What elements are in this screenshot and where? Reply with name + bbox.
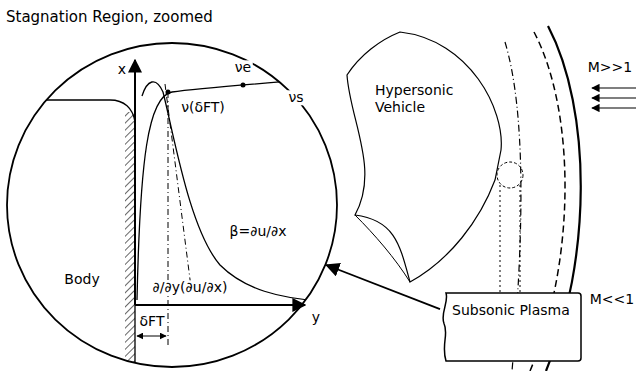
dimension-arrow [137,336,166,337]
vehicle-fin [355,215,410,282]
vehicle-body [347,32,501,282]
flow-arrow [592,107,636,108]
curve-label: β=∂u/∂x [227,224,288,239]
mach-label: M<<1 [588,292,636,307]
body-outline [10,100,135,371]
node-label: Hypersonic Vehicle [375,82,475,116]
projection-line [520,185,521,300]
projection-line [500,185,501,300]
beta-curve [142,82,320,301]
point-label: νs [286,90,305,105]
thickness-label: δFT [138,314,167,329]
axis-label: x [116,62,128,77]
x-axis [134,60,136,305]
axis-label: y [310,310,322,325]
point-label: νe [233,60,253,75]
body-label: Body [62,272,101,287]
mach-label: M>>1 [586,60,634,75]
point [293,79,298,84]
region-heading: Stagnation Region, zoomed [6,8,213,26]
plasma-box: Subsonic Plasma [440,292,582,362]
plasma-box-border [443,293,581,361]
velocity-curve [137,78,330,300]
vehicle-shape: Hypersonic Vehicle [345,30,507,285]
delta-line [168,92,169,345]
vehicle-shape-outline [345,30,507,285]
zoom-border [7,43,337,367]
point [166,90,171,95]
node-label: Subsonic Plasma [452,302,570,319]
wall-hatching [125,112,135,371]
flow-arrow [592,87,636,88]
zoom-content [10,78,330,371]
gradient-label: ∂/∂y(∂u/∂x) [151,280,230,295]
y-axis [135,304,305,306]
point [241,83,246,88]
zoom-circle [497,162,523,188]
point-label: ν(δFT) [179,100,227,115]
flow-arrow [592,97,636,98]
